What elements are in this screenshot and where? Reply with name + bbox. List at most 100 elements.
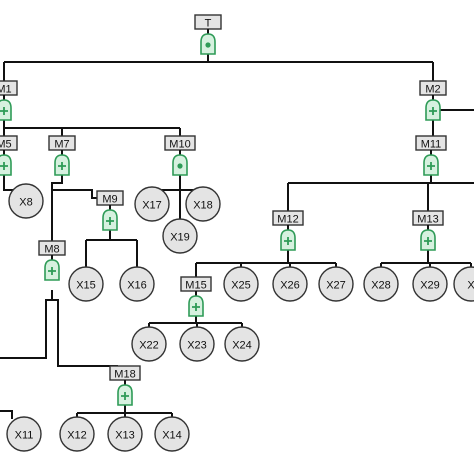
basic-event-circle xyxy=(119,266,155,302)
gate-m13: M13 xyxy=(412,210,444,251)
gate-m1: M1 xyxy=(0,80,18,121)
plus-icon xyxy=(121,392,129,400)
basic-event-label: X16 xyxy=(127,280,147,292)
basic-event-label: X19 xyxy=(170,232,190,244)
basic-event-circle xyxy=(272,266,308,302)
basic-event-label: X28 xyxy=(371,280,391,292)
basic-event-circle xyxy=(224,326,260,362)
event-x30: X xyxy=(453,266,474,302)
event-x25: X25 xyxy=(223,266,259,302)
gate-m12: M12 xyxy=(272,210,304,251)
plus-icon xyxy=(429,107,437,115)
event-x28: X28 xyxy=(363,266,399,302)
basic-event-circle xyxy=(453,266,474,302)
event-x11: X11 xyxy=(6,416,42,452)
basic-event-circle xyxy=(6,416,42,452)
gate-m2: M2 xyxy=(419,80,447,121)
event-x23: X23 xyxy=(179,326,215,362)
event-x8: X8 xyxy=(8,183,44,219)
gate-m15: M15 xyxy=(180,276,212,317)
basic-event-circle xyxy=(185,186,221,222)
connector-m8-left xyxy=(0,290,53,359)
and-dot-icon xyxy=(205,42,211,48)
gate-m5: M5 xyxy=(0,135,18,176)
gate-t: T xyxy=(194,14,222,55)
gate-m9: M9 xyxy=(96,190,124,231)
basic-event-circle xyxy=(412,266,448,302)
connector-lines xyxy=(0,54,474,419)
plus-icon xyxy=(427,162,435,170)
gate-label: M5 xyxy=(0,139,12,151)
basic-event-label: X17 xyxy=(142,200,162,212)
gate-label: M1 xyxy=(0,84,12,96)
plus-icon xyxy=(284,237,292,245)
or-gate-icon xyxy=(0,154,12,176)
basic-event-circle xyxy=(318,266,354,302)
basic-event-label: X13 xyxy=(115,430,135,442)
basic-event-label: X22 xyxy=(139,340,159,352)
basic-event-circle xyxy=(59,416,95,452)
gate-label: M11 xyxy=(421,139,442,151)
gate-label: M7 xyxy=(54,139,69,151)
basic-event-label: X15 xyxy=(76,280,96,292)
basic-event-circle xyxy=(68,266,104,302)
plus-icon xyxy=(106,217,114,225)
basic-event-label: X23 xyxy=(187,340,207,352)
event-x26: X26 xyxy=(272,266,308,302)
connector-left-x11 xyxy=(0,410,13,419)
and-dot-icon xyxy=(177,163,183,169)
plus-icon xyxy=(0,162,8,170)
or-gate-icon xyxy=(0,99,12,121)
gate-m18: M18 xyxy=(109,365,141,406)
event-x13: X13 xyxy=(107,416,143,452)
basic-event-circle xyxy=(223,266,259,302)
basic-event-label: X8 xyxy=(19,197,32,209)
event-x18: X18 xyxy=(185,186,221,222)
gate-m8: M8 xyxy=(38,240,66,281)
basic-event-label: X18 xyxy=(193,200,213,212)
basic-event-circle xyxy=(131,326,167,362)
event-x16: X16 xyxy=(119,266,155,302)
plus-icon xyxy=(0,107,8,115)
plus-icon xyxy=(424,237,432,245)
event-x14: X14 xyxy=(154,416,190,452)
plus-icon xyxy=(58,162,66,170)
basic-event-circle xyxy=(107,416,143,452)
basic-event-circle xyxy=(162,218,198,254)
basic-event-circle xyxy=(154,416,190,452)
basic-event-circle xyxy=(8,183,44,219)
event-x15: X15 xyxy=(68,266,104,302)
basic-event-label: X26 xyxy=(280,280,300,292)
gate-m7: M7 xyxy=(48,135,76,176)
basic-event-circle xyxy=(134,186,170,222)
basic-event-label: X24 xyxy=(232,340,252,352)
basic-event-label: X xyxy=(467,280,474,292)
gate-label: T xyxy=(205,18,212,30)
basic-event-label: X25 xyxy=(231,280,251,292)
plus-icon xyxy=(48,267,56,275)
gate-m11: M11 xyxy=(415,135,447,176)
gate-label: M13 xyxy=(417,214,438,226)
event-x29: X29 xyxy=(412,266,448,302)
basic-event-label: X12 xyxy=(67,430,87,442)
plus-icon xyxy=(192,303,200,311)
gate-label: M2 xyxy=(425,84,440,96)
gate-label: M8 xyxy=(44,244,59,256)
basic-event-circle xyxy=(363,266,399,302)
connector-m8-m18 xyxy=(51,290,118,367)
basic-event-label: X27 xyxy=(326,280,346,292)
gate-label: M15 xyxy=(185,280,206,292)
event-x22: X22 xyxy=(131,326,167,362)
event-x17: X17 xyxy=(134,186,170,222)
basic-event-label: X29 xyxy=(420,280,440,292)
event-x27: X27 xyxy=(318,266,354,302)
basic-event-circle xyxy=(179,326,215,362)
gate-label: M10 xyxy=(169,139,190,151)
connector-m7-m9-a xyxy=(51,175,100,199)
event-x19: X19 xyxy=(162,218,198,254)
event-x24: X24 xyxy=(224,326,260,362)
basic-event-label: X11 xyxy=(15,430,34,442)
